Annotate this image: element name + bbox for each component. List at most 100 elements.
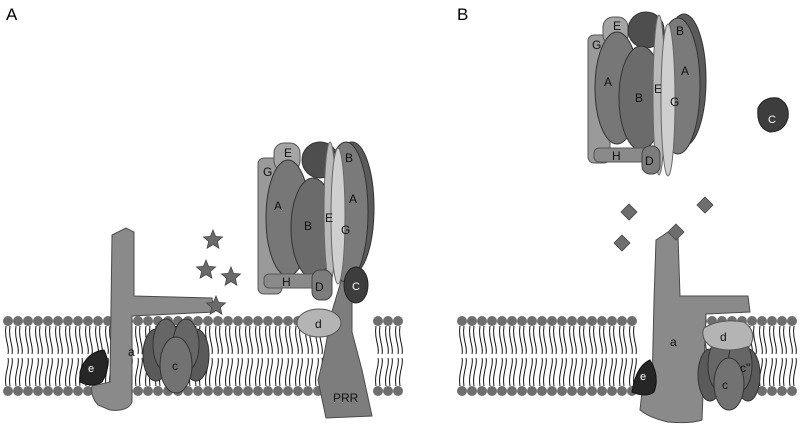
lipid-head [767,386,777,396]
lipid-tail [255,325,259,355]
lipid-tail [9,357,13,387]
v1a-C: C [352,281,360,293]
lipid-tail [633,325,637,355]
lipid-tail [49,325,53,355]
lipid-tail [559,325,563,355]
lipid-tail [509,325,513,355]
v1a-E-mid: E [325,211,333,225]
lipid-tail [249,325,253,355]
lipid-tail [69,325,73,355]
lipid-tail [473,325,477,355]
lipid-tail [789,357,793,387]
lipid-tail [235,357,239,387]
lipid-tail [759,325,763,355]
lipid-tail [135,357,139,387]
lipid-tail [9,325,13,355]
lipid-head [243,386,253,396]
lipid-head [83,386,93,396]
lipid-head [393,316,403,326]
prr-label: PRR [333,391,359,405]
lipid-tail [269,325,273,355]
lipid-tail [539,325,543,355]
lipid-tail [389,357,393,387]
lipid-head [93,316,103,326]
lipid-tail [623,325,627,355]
lipid-head [33,386,43,396]
lipid-tail [55,325,59,355]
lipid-head [23,386,33,396]
lipid-tail [773,357,777,387]
v1-domain-b [587,11,707,177]
lipid-head [253,386,263,396]
diamond-icon [696,196,714,214]
lipid-tail [295,357,299,387]
lipid-tail [603,357,607,387]
lipid-head [577,316,587,326]
lipid-tail [599,325,603,355]
lipid-tail [473,357,477,387]
lipid-tail [513,357,517,387]
lipid-head [477,386,487,396]
lipid-tail [599,357,603,387]
lipid-tail [559,357,563,387]
lipid-tail [5,357,9,387]
lipid-tail [469,325,473,355]
lipid-head [547,386,557,396]
lipid-tail [779,325,783,355]
star-icon [195,258,217,279]
lipid-tail [509,357,513,387]
lipid-tail [573,357,577,387]
lipid-tail [79,325,83,355]
lipid-tail [29,357,33,387]
lipid-head [303,386,313,396]
lipid-head [617,316,627,326]
lipid-tail [753,325,757,355]
subunit-c-free-shape [757,97,789,133]
lipid-head [557,316,567,326]
v1b-D: D [645,154,654,168]
lipid-tail [783,325,787,355]
lipid-tail [75,325,79,355]
lipid-head [43,386,53,396]
lipid-tail [279,325,283,355]
lipid-head [507,386,517,396]
lipid-tail [385,357,389,387]
lipid-tail [29,325,33,355]
lipid-head [567,316,577,326]
lipid-tail [239,325,243,355]
lipid-head [767,316,777,326]
subunit-d-shape [296,308,342,338]
lipid-tail [375,357,379,387]
lipid-head [3,386,13,396]
lipid-tail [593,357,597,387]
panel-a: a c e PRR d [79,141,375,419]
lipid-tail [619,357,623,387]
lipid-head [457,316,467,326]
lipid-tail [579,325,583,355]
lipid-head [757,386,767,396]
lipid-tail [529,357,533,387]
lipid-tail [25,325,29,355]
lipid-tail [549,357,553,387]
lipid-head [477,316,487,326]
lipid-head [517,316,527,326]
lipid-head [537,316,547,326]
lipid-tail [469,357,473,387]
v1a-G-left: G [263,165,272,179]
lipid-tail [215,357,219,387]
subunit-d-b-label: d [720,330,727,344]
lipid-tail [619,325,623,355]
lipid-head [183,386,193,396]
lipid-tail [459,325,463,355]
lipid-head [133,316,143,326]
lipid-head [43,316,53,326]
lipid-head [143,316,153,326]
lipid-head [283,316,293,326]
lipid-tail [793,357,797,387]
lipid-head [193,386,203,396]
lipid-head [527,316,537,326]
lipid-tail [583,325,587,355]
lipid-head [153,386,163,396]
lipid-tail [229,325,233,355]
